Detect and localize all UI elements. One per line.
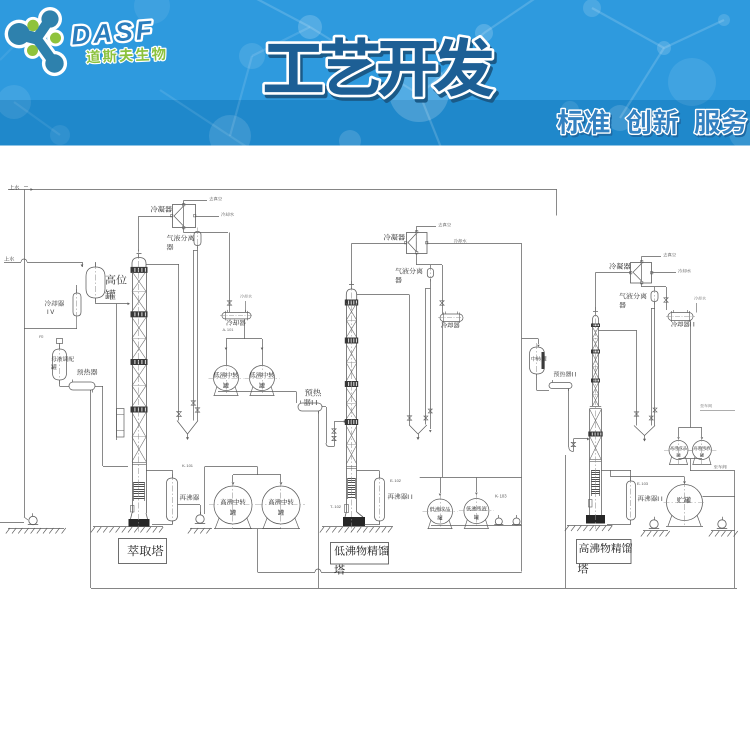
svg-text:V: V (50, 310, 54, 316)
svg-text:I: I (411, 494, 413, 501)
svg-text:3: 3 (646, 481, 649, 486)
svg-text:0: 0 (337, 504, 340, 509)
svg-text:-: - (332, 504, 334, 509)
svg-text:P: P (39, 334, 42, 339)
svg-text:K: K (182, 463, 185, 468)
svg-text:E: E (390, 478, 393, 483)
svg-text:I: I (315, 398, 317, 407)
svg-text:1: 1 (500, 493, 503, 498)
svg-text:DASF: DASF (70, 14, 156, 50)
svg-text:2: 2 (41, 334, 44, 339)
svg-text:1: 1 (186, 463, 189, 468)
svg-text:1: 1 (231, 327, 234, 332)
svg-text:-: - (392, 478, 394, 483)
svg-text:0: 0 (644, 481, 647, 486)
svg-text:0: 0 (229, 327, 232, 332)
svg-text:-: - (639, 481, 641, 486)
svg-text:-: - (184, 463, 186, 468)
svg-text:E: E (637, 481, 640, 486)
svg-text:I: I (572, 372, 574, 378)
svg-text:0: 0 (189, 463, 192, 468)
svg-text:K: K (495, 493, 498, 498)
svg-text:-: - (225, 327, 227, 332)
svg-text:I: I (661, 496, 663, 503)
svg-text:I: I (311, 398, 313, 407)
svg-text:1: 1 (334, 504, 337, 509)
svg-text:1: 1 (394, 478, 397, 483)
svg-text:1: 1 (191, 463, 194, 468)
svg-text:A: A (223, 327, 226, 332)
svg-text:2: 2 (399, 478, 402, 483)
svg-text:3: 3 (504, 493, 507, 498)
svg-text:1: 1 (227, 327, 230, 332)
svg-text:1: 1 (641, 481, 644, 486)
svg-text:I: I (693, 322, 695, 329)
svg-text:2: 2 (339, 504, 342, 509)
svg-text:I: I (407, 494, 409, 501)
svg-text:I: I (657, 496, 659, 503)
svg-text:0: 0 (502, 493, 505, 498)
svg-text:-: - (497, 493, 499, 498)
svg-text:I: I (47, 310, 49, 316)
svg-text:I: I (575, 372, 577, 378)
svg-text:0: 0 (397, 478, 400, 483)
svg-text:T: T (330, 504, 333, 509)
